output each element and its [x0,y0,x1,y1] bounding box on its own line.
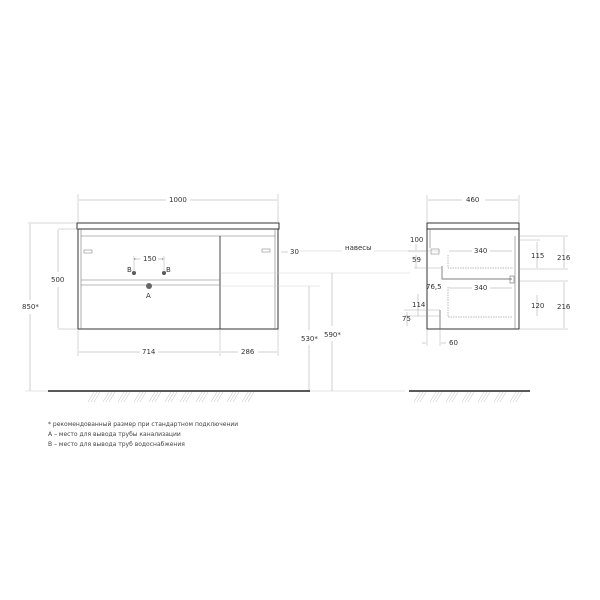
dim-bottom-depth: 60 [449,339,458,347]
dim-water-height: 590* [324,331,341,339]
side-countertop [426,222,520,230]
dim-total-height: 850* [22,303,39,311]
note-outlet-a: A – место для вывода трубы канализации [48,431,181,438]
dim-pipe-spacing: 150 [143,255,156,263]
floor-hatch [87,391,255,403]
side-floor-hatch [413,391,523,403]
dim-drawer1-height: 216 [557,254,571,262]
countertop [76,222,280,230]
hinge-icon [83,249,93,254]
note-recommended: * рекомендованный размер при стандартном… [48,421,239,428]
dim-bottom-gap: 75 [402,315,411,323]
dim-right-section-width: 286 [241,348,255,356]
dim-drawer2-depth: 340 [474,284,487,292]
dim-hinge-offset: 30 [290,248,299,256]
dim-lower-gap: 114 [412,301,426,309]
outlet-a-icon [146,283,152,289]
dim-drawer1-depth: 340 [474,247,487,255]
side-hinge-icon [430,248,440,255]
outlet-a-label: A [146,292,151,300]
cabinet-body [77,228,279,330]
front-view: B B A 150 1000 500 850* 714 2 [22,194,440,403]
side-view: 460 340 340 100 59 76,5 114 75 60 [402,195,571,403]
dim-back-offset: 76,5 [426,283,442,291]
dim-drain-height: 530* [301,335,318,343]
dim-overall-width: 1000 [169,196,187,204]
dim-drawer2-height: 216 [557,303,571,311]
dim-left-section-width: 714 [142,348,156,356]
hinge-icon [261,248,271,253]
side-cabinet-body [426,228,520,330]
dim-top-offset: 100 [410,236,423,244]
dim-drawer2-inner-height: 120 [531,302,544,310]
outlet-b-left-label: B [127,266,132,274]
outlet-b-right-label: B [166,266,171,274]
dim-hinge-gap: 59 [412,256,421,264]
dim-cabinet-height: 500 [51,276,64,284]
dim-depth: 460 [466,196,479,204]
dim-drawer1-inner-height: 115 [531,252,544,260]
hinges-label: навесы [345,244,372,252]
note-outlet-b: B – место для вывода труб водоснабжения [48,441,185,448]
